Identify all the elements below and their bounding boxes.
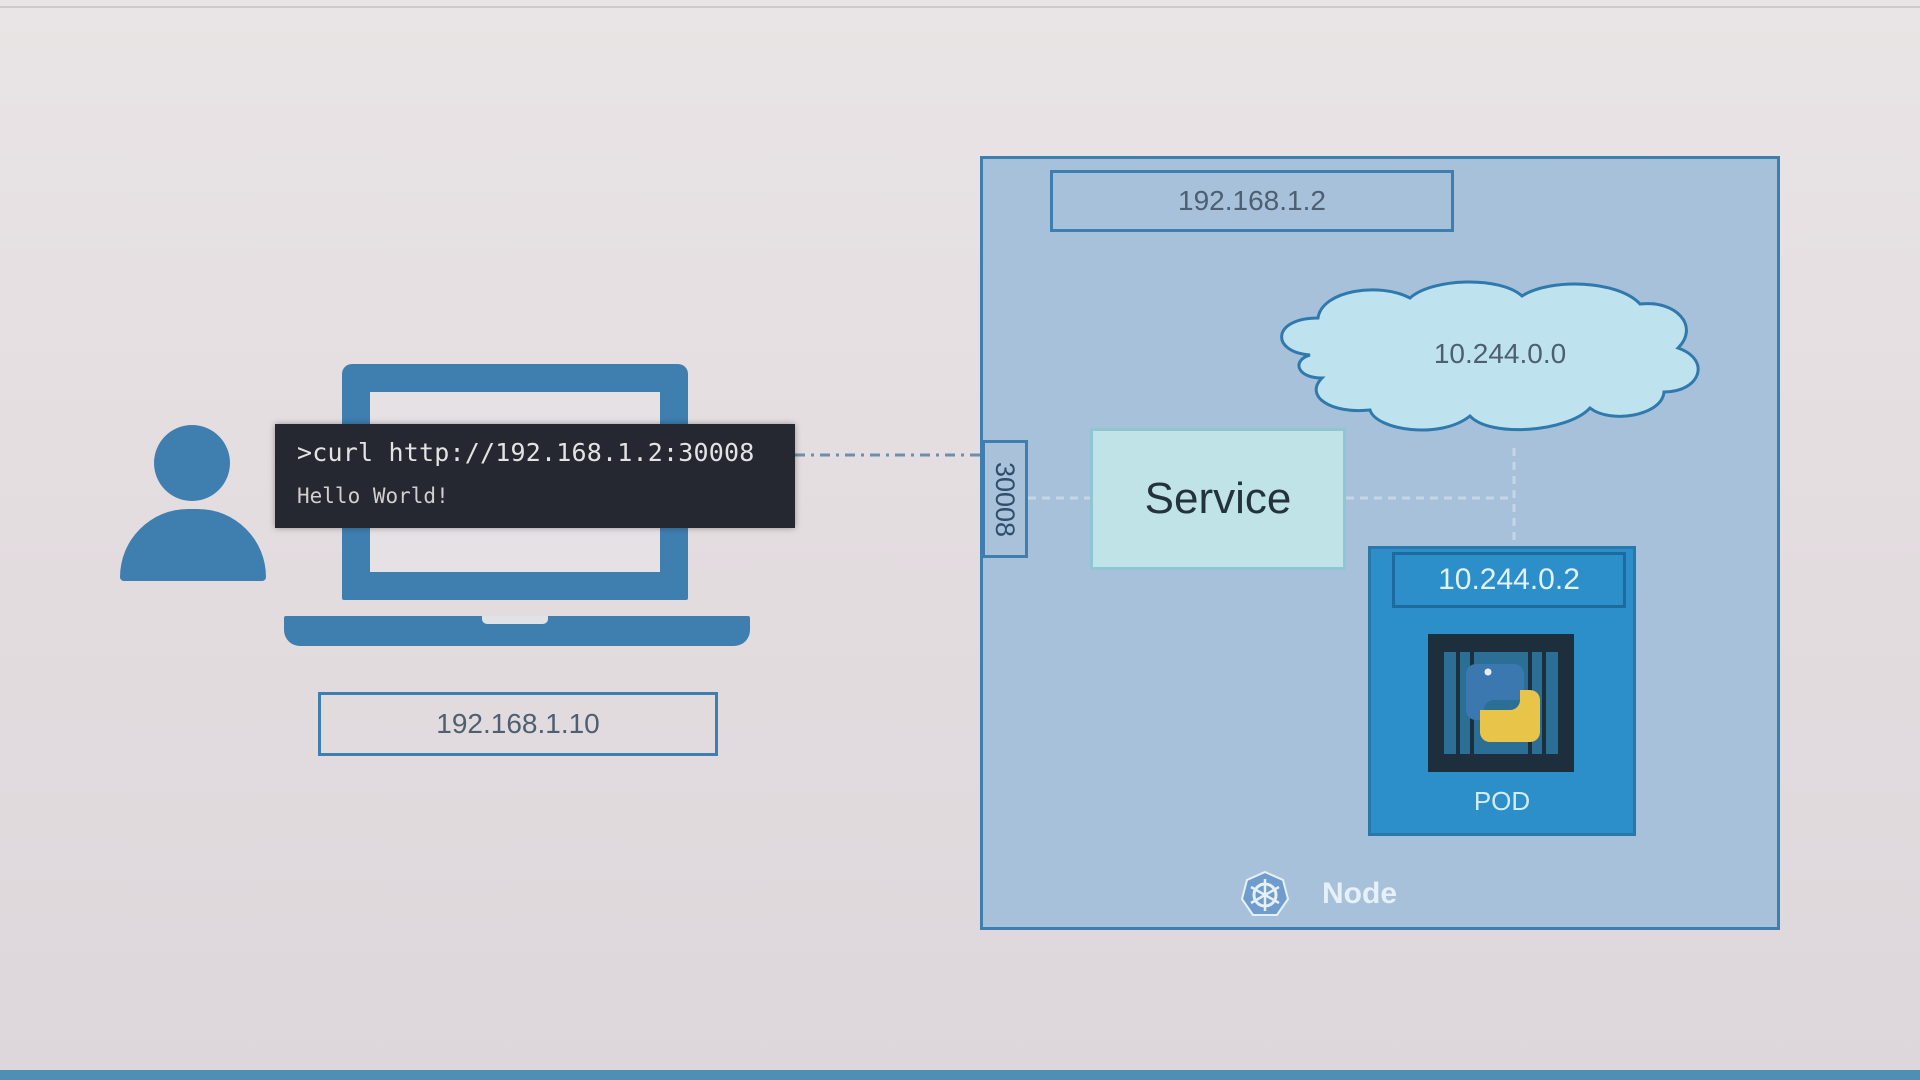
user-head — [154, 425, 230, 501]
top-divider — [0, 6, 1920, 8]
pod-label: POD — [1473, 786, 1531, 816]
terminal-window: >curl http://192.168.1.2:30008 Hello Wor… — [275, 424, 795, 528]
laptop-notch — [482, 616, 548, 624]
client-ip-box: 192.168.1.10 — [318, 692, 718, 756]
node-label: Node — [1322, 877, 1397, 910]
python-container-icon — [1428, 634, 1574, 772]
kubernetes-wheel-icon — [1240, 870, 1290, 920]
pod-ip-box: 10.244.0.2 — [1392, 552, 1626, 608]
node-port-box: 30008 — [982, 440, 1028, 558]
user-body — [120, 509, 266, 581]
user-icon — [118, 425, 268, 581]
python-logo-icon — [1444, 652, 1558, 754]
pod-network-label: 10.244.0.0 — [1433, 338, 1567, 369]
bottom-bar — [0, 1070, 1920, 1080]
cloud-network-icon — [1280, 280, 1700, 432]
terminal-output: Hello World! — [297, 484, 449, 508]
node-ip-box: 192.168.1.2 — [1050, 170, 1454, 232]
terminal-command: >curl http://192.168.1.2:30008 — [297, 438, 755, 467]
node-port-label: 30008 — [990, 461, 1021, 537]
service-box: Service — [1090, 428, 1346, 570]
